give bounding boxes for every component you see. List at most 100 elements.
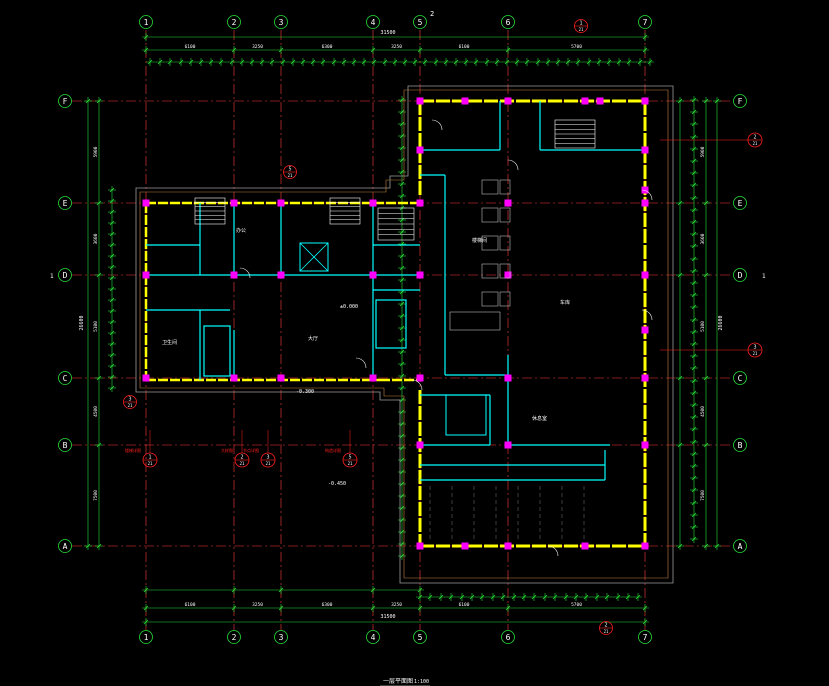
dim-left-detail-slash-7 — [109, 264, 115, 270]
column-14 — [416, 271, 424, 279]
desk-a-0 — [481, 179, 499, 195]
dim-mid-vertical-slash-4 — [399, 145, 405, 151]
dim-mid-vertical-slash-11 — [399, 229, 405, 235]
dim-mid-vertical-slash-34 — [399, 505, 405, 511]
axis-bubble-bottom-3 — [274, 630, 288, 644]
desk-a-3 — [481, 263, 499, 279]
dim-bottom-detail-slash-5 — [469, 594, 475, 600]
dim-left-bays-text-0: 5900 — [93, 146, 99, 157]
dim-left-bays-slash-5 — [96, 543, 102, 549]
elevator-box — [299, 242, 329, 272]
dim-right-detail-slash-33 — [691, 500, 697, 506]
dim-right-bays-slash-4 — [703, 442, 709, 448]
dim-top-detail-slash-26 — [412, 59, 418, 65]
dim-top-detail-slash-25 — [402, 59, 408, 65]
axis-label-left-B: B — [63, 441, 68, 450]
dim-mid-vertical-slash-8 — [399, 193, 405, 199]
dim-right-overall: 26600 — [718, 315, 724, 330]
callout-label-0: 楼梯详图 — [125, 447, 141, 453]
dim-mid-vertical-slash-3 — [399, 133, 405, 139]
dim-right-detail-slash-0 — [691, 97, 697, 103]
level-mark-2: -0.300 — [296, 389, 314, 395]
dim-top-detail-slash-8 — [229, 59, 235, 65]
dim-left-bays-text-1: 3600 — [93, 233, 99, 244]
callout-right-num-0: 2 — [753, 135, 756, 141]
dim-bottom-overall-chain-slash-0 — [143, 619, 149, 625]
dim-mid-vertical-slash-0 — [399, 97, 405, 103]
dim-top-bays-slash-5 — [505, 47, 511, 53]
dim-mid-vertical-slash-18 — [399, 313, 405, 319]
axis-label-bottom-5: 5 — [418, 633, 423, 642]
callout-label-1: 大样图 — [221, 447, 233, 453]
dim-top-detail-slash-39 — [545, 59, 551, 65]
column-1 — [142, 271, 150, 279]
room-label-hall: 大厅 — [308, 335, 318, 342]
dim-right-detail-slash-2 — [691, 121, 697, 127]
callout-label-3: 构造详图 — [325, 447, 341, 453]
dim-top-detail-slash-32 — [473, 59, 479, 65]
dim-right-detail-slash-4 — [691, 146, 697, 152]
column-34 — [581, 542, 589, 550]
column-35 — [416, 146, 424, 154]
building-outline-inner — [139, 89, 669, 579]
axis-label-bottom-1: 1 — [144, 633, 149, 642]
dim-top-detail-slash-44 — [596, 59, 602, 65]
axis-label-top-4: 4 — [371, 18, 376, 27]
axis-label-right-C: C — [738, 374, 743, 383]
dim-bottom-detail-slash-11 — [531, 594, 537, 600]
axis-bubble-top-4 — [366, 15, 380, 29]
axis-bubble-bottom-2 — [227, 630, 241, 644]
axis-label-top-7: 7 — [643, 18, 648, 27]
dim-right-detail-slash-10 — [691, 219, 697, 225]
dim-right-inner-slash-2 — [677, 272, 683, 278]
axis-bubble-bottom-7 — [638, 630, 652, 644]
dim-mid-vertical-slash-35 — [399, 517, 405, 523]
dim-top-detail-slash-21 — [361, 59, 367, 65]
callout-label-2: 节点详图 — [243, 447, 259, 453]
door-swing-2 — [641, 309, 653, 321]
dim-bottom-detail-slash-21 — [635, 594, 641, 600]
column-12 — [416, 97, 424, 105]
dim-right-detail-slash-20 — [691, 341, 697, 347]
desk-b-0 — [499, 179, 511, 195]
dim-top-detail-slash-31 — [463, 59, 469, 65]
dim-mid-vertical-slash-20 — [399, 337, 405, 343]
dim-mid-vertical-slash-2 — [399, 121, 405, 127]
dim-mid-vertical-slash-6 — [399, 169, 405, 175]
callout-right-0: 221 — [660, 132, 763, 148]
dim-right-bays-slash-5 — [703, 543, 709, 549]
dim-top-detail-slash-5 — [198, 59, 204, 65]
dim-top-detail-slash-45 — [606, 59, 612, 65]
detail-callouts: 121楼梯详图221大样图321节点详图521构造详图2213211212213… — [123, 19, 763, 686]
dim-right-bays-slash-2 — [703, 272, 709, 278]
dim-right-detail-slash-26 — [691, 414, 697, 420]
axis-bubble-left-B — [58, 438, 72, 452]
dim-right-bays-text-3: 4500 — [700, 406, 706, 417]
dim-top-detail-slash-2 — [167, 59, 173, 65]
dim-top-detail-slash-20 — [351, 59, 357, 65]
column-11 — [369, 374, 377, 382]
dim-left-overall-chain-slash-0 — [85, 98, 91, 104]
dim-top-detail-slash-4 — [188, 59, 194, 65]
axis-bubble-top-1 — [139, 15, 153, 29]
callout-extra-num-0: 1 — [579, 21, 582, 27]
dim-mid-vertical-slash-14 — [399, 265, 405, 271]
room-label-office: 办公 — [236, 227, 246, 234]
dim-left-detail-slash-6 — [109, 253, 115, 259]
column-2 — [142, 374, 150, 382]
dim-top-detail-slash-49 — [647, 59, 653, 65]
dim-mid-vertical-slash-13 — [399, 253, 405, 259]
column-24 — [641, 97, 649, 105]
building-outline — [135, 85, 674, 584]
dim-top-detail-slash-9 — [239, 59, 245, 65]
dim-bottom-detail-slash-12 — [542, 594, 548, 600]
dim-top-detail-slash-7 — [218, 59, 224, 65]
dim-right-detail-slash-3 — [691, 134, 697, 140]
axis-label-bottom-2: 2 — [232, 633, 237, 642]
dim-left-detail-slash-3 — [109, 220, 115, 226]
dim-top-detail-slash-3 — [178, 59, 184, 65]
axis-label-left-A: A — [63, 542, 68, 551]
